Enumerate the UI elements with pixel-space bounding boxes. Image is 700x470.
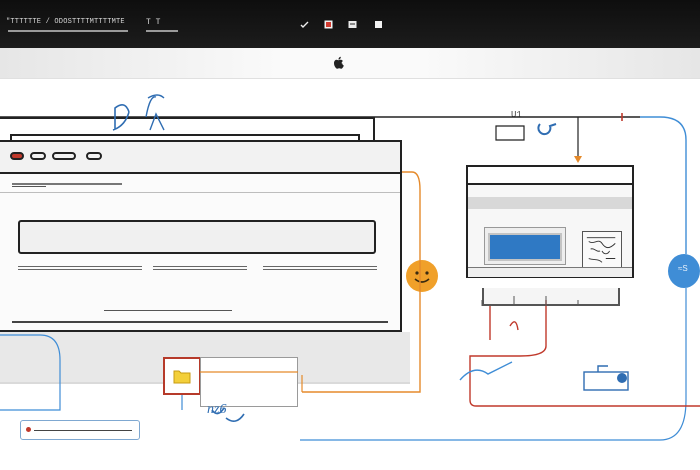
folder-box[interactable] xyxy=(163,357,201,395)
tick-icon[interactable] xyxy=(300,20,309,29)
bottom-input-marker xyxy=(26,427,31,432)
text-line xyxy=(153,266,247,270)
white-square-icon[interactable] xyxy=(374,20,383,29)
address-line xyxy=(12,183,122,185)
mail-icon xyxy=(584,366,628,390)
red-square-icon[interactable] xyxy=(324,20,333,29)
u1-label: U1 xyxy=(511,110,522,120)
smiley-face-icon xyxy=(406,260,438,292)
menu-band xyxy=(0,48,700,79)
zoom-window-button[interactable] xyxy=(86,152,102,160)
top-bar-code: T T xyxy=(146,18,160,27)
text-line xyxy=(18,266,142,270)
smiley-icon[interactable] xyxy=(406,260,438,292)
top-bar-code-underline xyxy=(146,30,178,32)
window-titlebar xyxy=(0,142,400,174)
address-line-short xyxy=(12,186,46,187)
divider-short xyxy=(104,310,232,311)
blue-doodle xyxy=(460,362,512,380)
down-arrow xyxy=(574,156,582,163)
main-window xyxy=(0,140,402,332)
blue-badge-text: ≈S xyxy=(678,264,688,273)
u1-doodle xyxy=(538,124,556,134)
sketch-panel xyxy=(582,231,622,269)
red-connector xyxy=(470,300,700,406)
search-input[interactable] xyxy=(18,220,376,254)
monitor-bar xyxy=(468,197,632,209)
monitor-foot xyxy=(468,267,632,277)
white-card xyxy=(200,357,298,407)
tab-pill[interactable] xyxy=(52,152,76,160)
top-bar-title-underline xyxy=(8,30,128,32)
blue-screen[interactable] xyxy=(488,233,562,261)
doodle-text: nz6 xyxy=(207,402,226,418)
u1-box xyxy=(496,126,524,140)
top-bar-title: "TTTTTTE / ODOSTTTTMTTTTMTE xyxy=(6,18,125,26)
minimize-window-button[interactable] xyxy=(30,152,46,160)
red-doodle xyxy=(490,306,518,340)
close-window-button[interactable] xyxy=(10,152,24,160)
apple-icon xyxy=(333,56,345,70)
monitor-roof xyxy=(468,167,632,185)
right-connector xyxy=(640,117,686,254)
bottom-input-line xyxy=(34,430,132,431)
folder-icon xyxy=(165,359,199,393)
monitor-stand xyxy=(482,288,620,306)
white-square-icon[interactable] xyxy=(348,20,357,29)
divider xyxy=(12,321,388,323)
top-bar: "TTTTTTE / ODOSTTTTMTTTTMTE T T xyxy=(0,0,700,48)
monitor-window xyxy=(466,165,634,278)
text-line xyxy=(263,266,377,270)
address-bar[interactable] xyxy=(0,174,400,193)
